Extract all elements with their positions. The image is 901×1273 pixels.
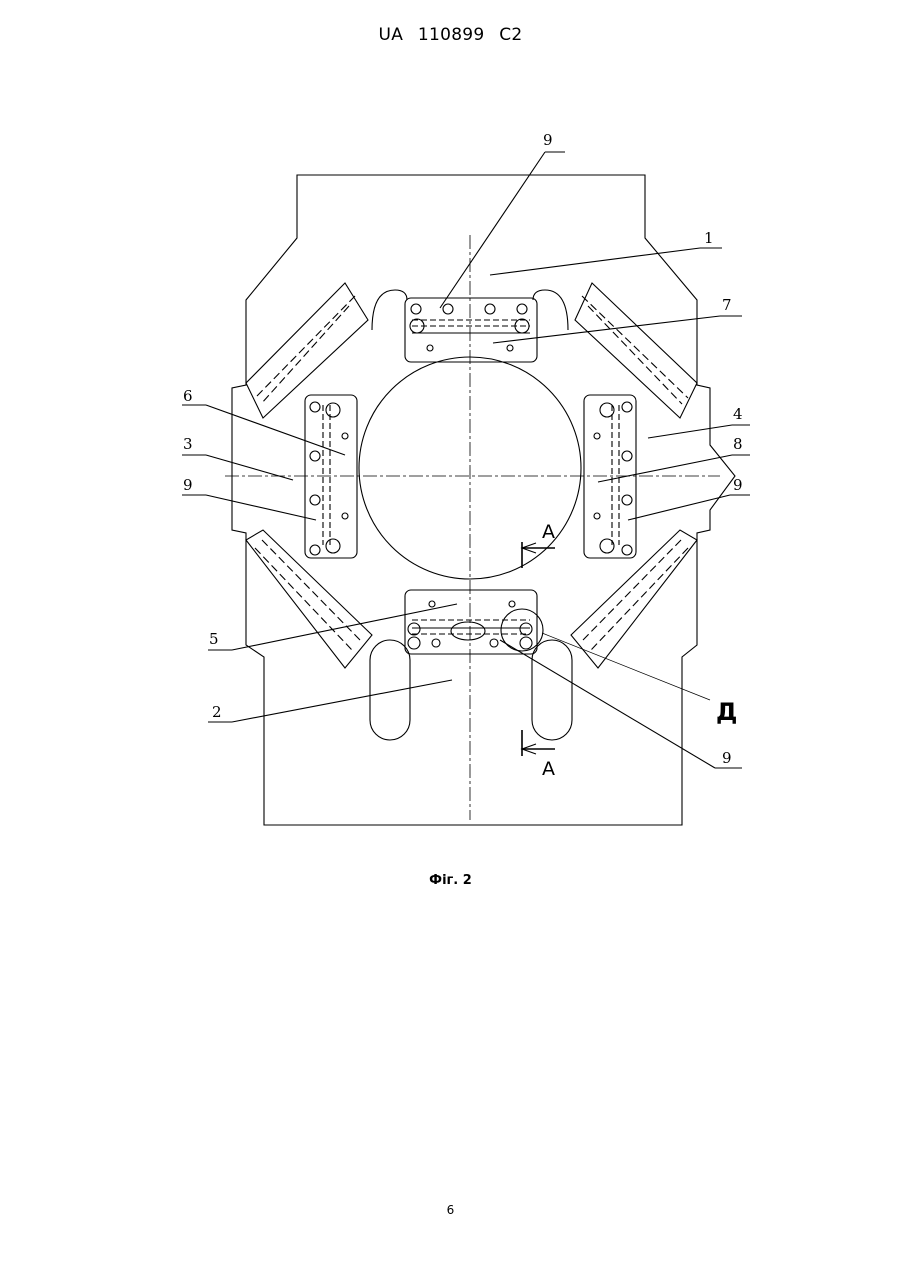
label-9-bottom: 9: [722, 749, 732, 767]
label-6: 6: [183, 387, 193, 405]
label-detail: Д: [716, 698, 737, 726]
label-section-bottom: А: [542, 758, 555, 780]
label-7: 7: [722, 296, 732, 314]
plate-bottom: [405, 590, 543, 654]
label-9-left: 9: [183, 476, 193, 494]
label-section-top: А: [542, 521, 555, 543]
housing-outline: [232, 175, 735, 825]
slot-lower-left: [370, 640, 410, 740]
plate-top: [405, 298, 537, 362]
label-5: 5: [209, 630, 219, 648]
label-3: 3: [183, 435, 193, 453]
page-number: 6: [0, 1203, 901, 1217]
label-8: 8: [733, 435, 743, 453]
slot-lower-right: [532, 640, 572, 740]
label-2: 2: [212, 703, 222, 721]
wedge-lower-right: [571, 530, 697, 668]
label-1: 1: [704, 229, 714, 247]
label-4: 4: [733, 405, 743, 423]
plate-right: [584, 395, 636, 558]
plate-left: [305, 395, 357, 558]
label-9-top: 9: [543, 131, 553, 149]
wedge-upper-left: [246, 283, 368, 418]
label-9-right: 9: [733, 476, 743, 494]
section-marker-bottom: [522, 730, 555, 756]
figure-caption: Фіг. 2: [0, 873, 901, 888]
wedge-upper-right: [575, 283, 697, 418]
wedge-lower-left: [246, 530, 372, 668]
